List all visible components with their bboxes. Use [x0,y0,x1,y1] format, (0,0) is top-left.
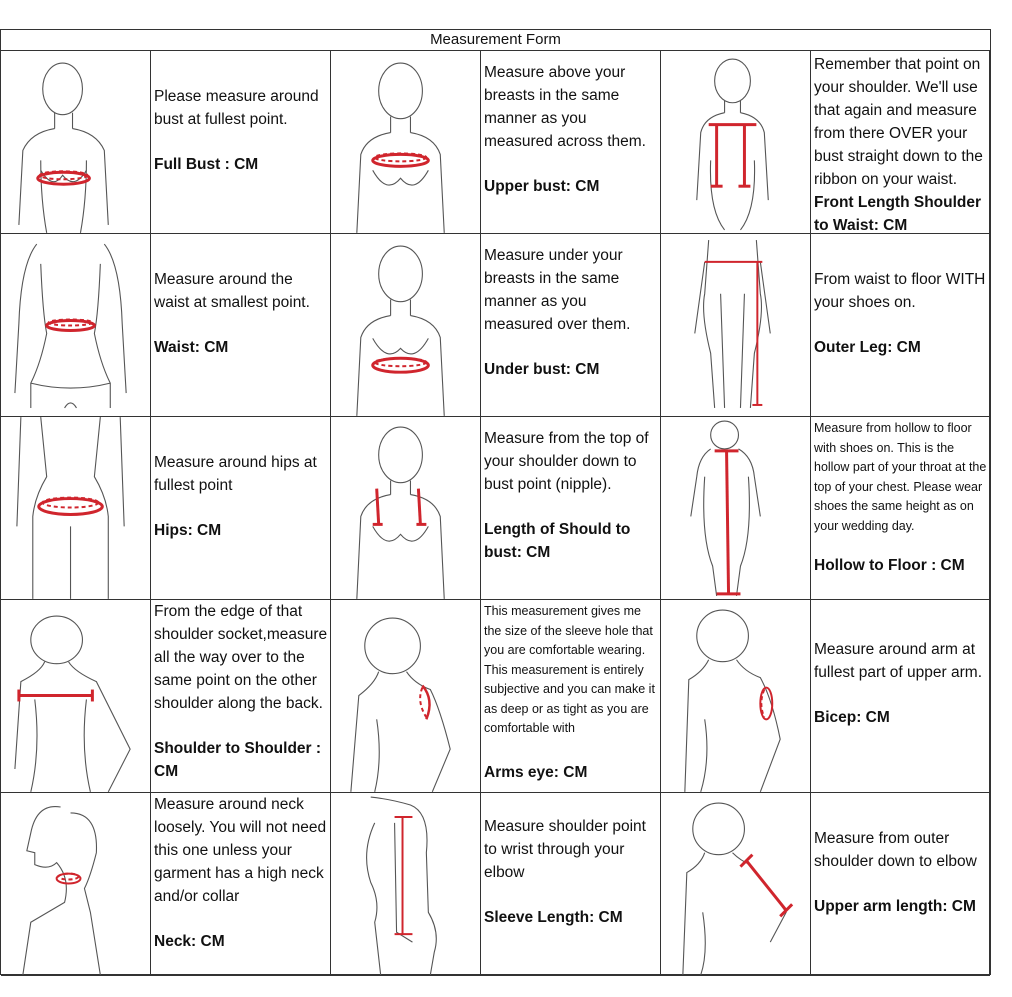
upper-bust-label: Upper bust: CM [484,178,600,195]
neck-description: Measure around neck loosely. You will no… [154,796,327,905]
figure-hollow-floor [661,417,811,600]
figure-full-bust [1,51,151,234]
waist-label: Waist: CM [154,339,229,356]
figure-upper-bust [331,51,481,234]
under-bust-label: Under bust: CM [484,361,600,378]
shoulder-bust-text: Measure from the top of your shoulder do… [481,417,661,600]
upper-arm-length-text: Measure from outer shoulder down to elbo… [811,793,990,976]
hollow-floor-text: Measure from hollow to floor with shoes … [811,417,990,600]
hollow-floor-description: Measure from hollow to floor with shoes … [814,421,987,533]
figure-arms-eye [331,600,481,793]
bicep-description: Measure around arm at fullest part of up… [814,641,982,681]
figure-front-length [661,51,811,234]
figure-neck [1,793,151,976]
under-bust-description: Measure under your breasts in the same m… [484,247,631,333]
sleeve-length-description: Measure shoulder point to wrist through … [484,818,646,881]
front-length-text: Remember that point on your shoulder. We… [811,51,990,234]
full-bust-label: Full Bust : CM [154,156,259,173]
hollow-floor-label: Hollow to Floor : CM [814,557,965,574]
neck-label: Neck: CM [154,933,225,950]
shoulder-bust-description: Measure from the top of your shoulder do… [484,430,649,493]
arms-eye-description: This measurement gives me the size of th… [484,604,655,735]
sleeve-length-text: Measure shoulder point to wrist through … [481,793,661,976]
bicep-text: Measure around arm at fullest part of up… [811,600,990,793]
hips-description: Measure around hips at fullest point [154,454,317,494]
neck-text: Measure around neck loosely. You will no… [151,793,331,976]
upper-arm-length-description: Measure from outer shoulder down to elbo… [814,830,977,870]
figure-upper-arm-length [661,793,811,976]
front-length-description: Remember that point on your shoulder. We… [814,56,983,188]
bicep-label: Bicep: CM [814,709,890,726]
shoulder-bust-label: Length of Should to bust: CM [484,521,631,561]
sleeve-length-label: Sleeve Length: CM [484,909,623,926]
upper-bust-description: Measure above your breasts in the same m… [484,64,646,150]
figure-bicep [661,600,811,793]
outer-leg-description: From waist to floor WITH your shoes on. [814,271,986,311]
upper-bust-text: Measure above your breasts in the same m… [481,51,661,234]
under-bust-text: Measure under your breasts in the same m… [481,234,661,417]
waist-text: Measure around the waist at smallest poi… [151,234,331,417]
figure-outer-leg [661,234,811,417]
shoulder-to-shoulder-description: From the edge of that shoulder socket,me… [154,603,328,712]
figure-sleeve-length [331,793,481,976]
shoulder-to-shoulder-text: From the edge of that shoulder socket,me… [151,600,331,793]
measurement-form: Measurement Form Please measure around b… [0,29,991,976]
outer-leg-text: From waist to floor WITH your shoes on. … [811,234,990,417]
full-bust-text: Please measure around bust at fullest po… [151,51,331,234]
waist-description: Measure around the waist at smallest poi… [154,271,310,311]
outer-leg-label: Outer Leg: CM [814,339,921,356]
figure-shoulder-bust [331,417,481,600]
shoulder-to-shoulder-label: Shoulder to Shoulder : CM [154,740,322,780]
figure-waist [1,234,151,417]
arms-eye-text: This measurement gives me the size of th… [481,600,661,793]
hips-text: Measure around hips at fullest point Hip… [151,417,331,600]
figure-under-bust [331,234,481,417]
front-length-label: Front Length Shoulder to Waist: CM [814,194,982,234]
form-title: Measurement Form [1,30,990,51]
hips-label: Hips: CM [154,522,222,539]
full-bust-description: Please measure around bust at fullest po… [154,88,319,128]
arms-eye-label: Arms eye: CM [484,763,588,781]
upper-arm-length-label: Upper arm length: CM [814,898,976,915]
figure-hips [1,417,151,600]
figure-shoulder-to-shoulder [1,600,151,793]
